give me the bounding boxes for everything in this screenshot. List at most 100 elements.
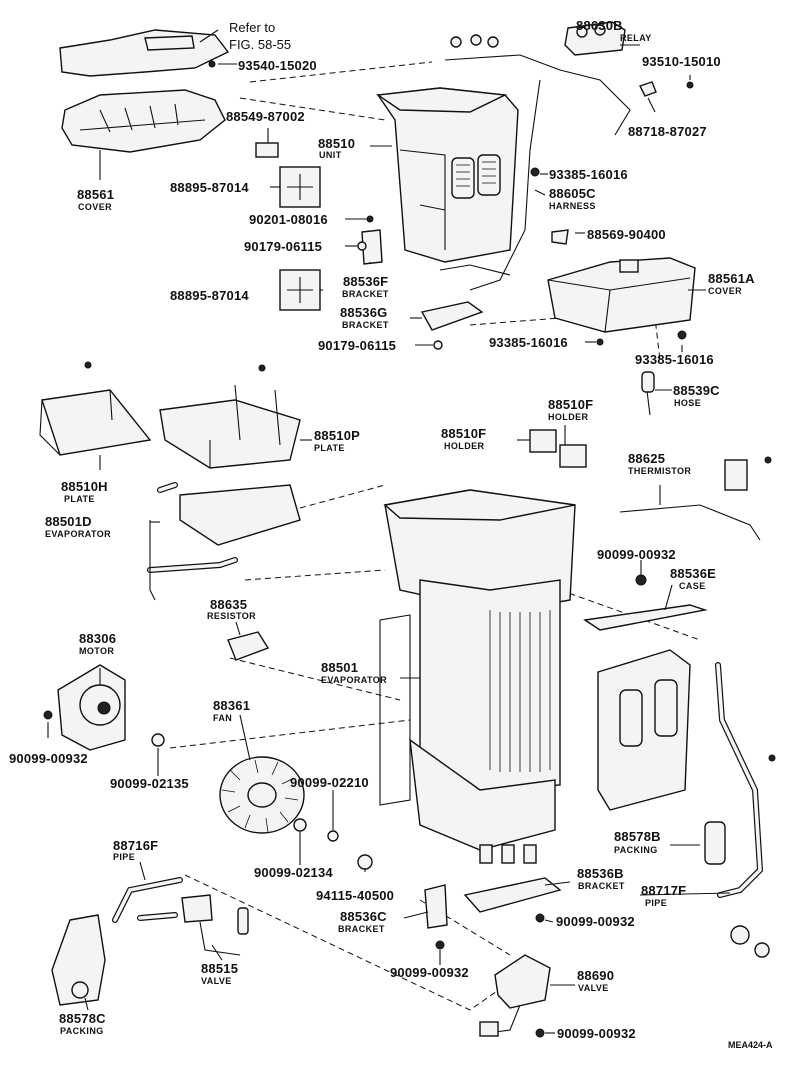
valve-88515-name: VALVE — [201, 976, 232, 986]
holder-left-number: 88510F — [441, 426, 487, 441]
screw-93510-number: 93510-15010 — [642, 54, 721, 69]
screw-93385-b-number: 93385-16016 — [489, 335, 568, 350]
nut-94115-art — [357, 854, 373, 870]
upper-duct — [59, 29, 230, 77]
case-name: CASE — [679, 581, 706, 591]
evaporator-d-name: EVAPORATOR — [45, 529, 112, 539]
bolt-90099-c-art — [535, 913, 545, 923]
cover-88561a-art — [547, 257, 696, 333]
nut-90179-b-art — [433, 340, 443, 350]
resistor-name: RESISTOR — [207, 611, 257, 621]
harness-name: HARNESS — [549, 201, 596, 211]
evaporator-number: 88501 — [321, 660, 359, 675]
screw-thermistor-art — [764, 456, 772, 464]
pipe-88717f-name: PIPE — [645, 898, 668, 908]
screw-93540-number: 93540-15020 — [238, 58, 317, 73]
hose-number: 88539C — [673, 383, 720, 398]
bolt-90099-a-number: 90099-00932 — [597, 547, 676, 562]
plate-h-art — [39, 389, 152, 456]
bracket-b-art — [463, 877, 562, 913]
harness-number: 88605C — [549, 186, 596, 201]
assembly-dash-lines — [169, 61, 701, 1011]
holder-left-art — [529, 429, 557, 453]
screw-plate-p-art — [258, 364, 266, 372]
nut-90179-a-number: 90179-06115 — [244, 239, 323, 254]
cover-88561a-name: COVER — [708, 286, 743, 296]
clamp-88718-art — [639, 81, 657, 97]
relay-number: 88630B — [576, 18, 623, 33]
pad-88895-b-number: 88895-87014 — [170, 288, 249, 303]
case-number: 88536E — [670, 566, 717, 581]
plate-h-name: PLATE — [64, 494, 95, 504]
clamp-88718-number: 88718-87027 — [628, 124, 707, 139]
nut-90179-b-number: 90179-06115 — [318, 338, 397, 353]
plate-p-art — [159, 384, 301, 469]
packing-c-name: PACKING — [60, 1026, 104, 1036]
nut-94115-number: 94115-40500 — [316, 888, 395, 903]
bracket-f-name: BRACKET — [342, 289, 389, 299]
nut-02134-art — [293, 818, 307, 832]
cover-88561a-number: 88561A — [708, 271, 755, 286]
packing-b-name: PACKING — [614, 845, 658, 855]
screw-plate-h-art — [84, 361, 92, 369]
hose-name: HOSE — [674, 398, 702, 408]
packing-b-number: 88578B — [614, 829, 661, 844]
thermistor-name: THERMISTOR — [628, 466, 692, 476]
packing-c-number: 88578C — [59, 1011, 106, 1026]
reference-line-2: FIG. 58-55 — [229, 37, 292, 52]
nut-02135-number: 90099-02135 — [110, 776, 189, 791]
holder-top-name: HOLDER — [548, 412, 589, 422]
screw-93385-a-number: 93385-16016 — [549, 167, 628, 182]
bracket-g-art — [420, 301, 484, 331]
valve-88690-name: VALVE — [578, 983, 609, 993]
thermistor-number: 88625 — [628, 451, 666, 466]
holder-top-number: 88510F — [548, 397, 594, 412]
nut-02135-art — [151, 733, 165, 747]
evaporator-d-number: 88501D — [45, 514, 92, 529]
bracket-g-name: BRACKET — [342, 320, 389, 330]
bracket-b-name: BRACKET — [578, 881, 625, 891]
figure-code: MEA424-A — [728, 1040, 773, 1050]
evaporator-d-art — [147, 482, 301, 601]
cover-88561-number: 88561 — [77, 187, 115, 202]
valve-88515-number: 88515 — [201, 961, 239, 976]
washer-90201-art — [366, 215, 374, 223]
bolt-90099-d-art — [435, 940, 445, 950]
bracket-c-art — [424, 884, 448, 929]
plate-p-name: PLATE — [314, 443, 345, 453]
evaporator-name: EVAPORATOR — [321, 675, 388, 685]
clamp-88569-number: 88569-90400 — [587, 227, 666, 242]
plate-p-number: 88510P — [314, 428, 361, 443]
holder-left-name: HOLDER — [444, 441, 485, 451]
bolt-90099-b-art — [43, 710, 53, 720]
fan-number: 88361 — [213, 698, 251, 713]
bolt-90099-e-number: 90099-00932 — [557, 1026, 636, 1041]
cover-88561-name: COVER — [78, 202, 113, 212]
motor-name: MOTOR — [79, 646, 115, 656]
bracket-f-number: 88536F — [343, 274, 389, 289]
case-88536e-art — [583, 604, 708, 631]
pipe-88716f-art — [112, 877, 183, 923]
bolt-93385-c-art — [677, 330, 687, 340]
relay-art — [564, 21, 626, 56]
packing-b-art — [597, 649, 726, 865]
bolt-90099-a-art — [635, 574, 647, 586]
pad-88895-a-number: 88895-87014 — [170, 180, 249, 195]
screw-93385-c-number: 93385-16016 — [635, 352, 714, 367]
nut-02210-number: 90099-02210 — [290, 775, 369, 790]
unit-88510-art — [376, 87, 519, 263]
seal-88549-number: 88549-87002 — [226, 109, 305, 124]
fan-name: FAN — [213, 713, 233, 723]
valve-88515-art — [181, 894, 249, 956]
unit-number: 88510 — [318, 136, 356, 151]
pipe-f-name: PIPE — [113, 852, 136, 862]
resistor-number: 88635 — [210, 597, 248, 612]
bolt-93540-art — [208, 60, 216, 68]
seal-88549-art — [255, 142, 279, 158]
bolt-93385-a-art — [530, 167, 540, 177]
nut-02134-number: 90099-02134 — [254, 865, 333, 880]
clamp-88569-art — [551, 229, 569, 245]
leader-lines — [47, 29, 731, 1034]
bolt-90099-b-number: 90099-00932 — [9, 751, 88, 766]
